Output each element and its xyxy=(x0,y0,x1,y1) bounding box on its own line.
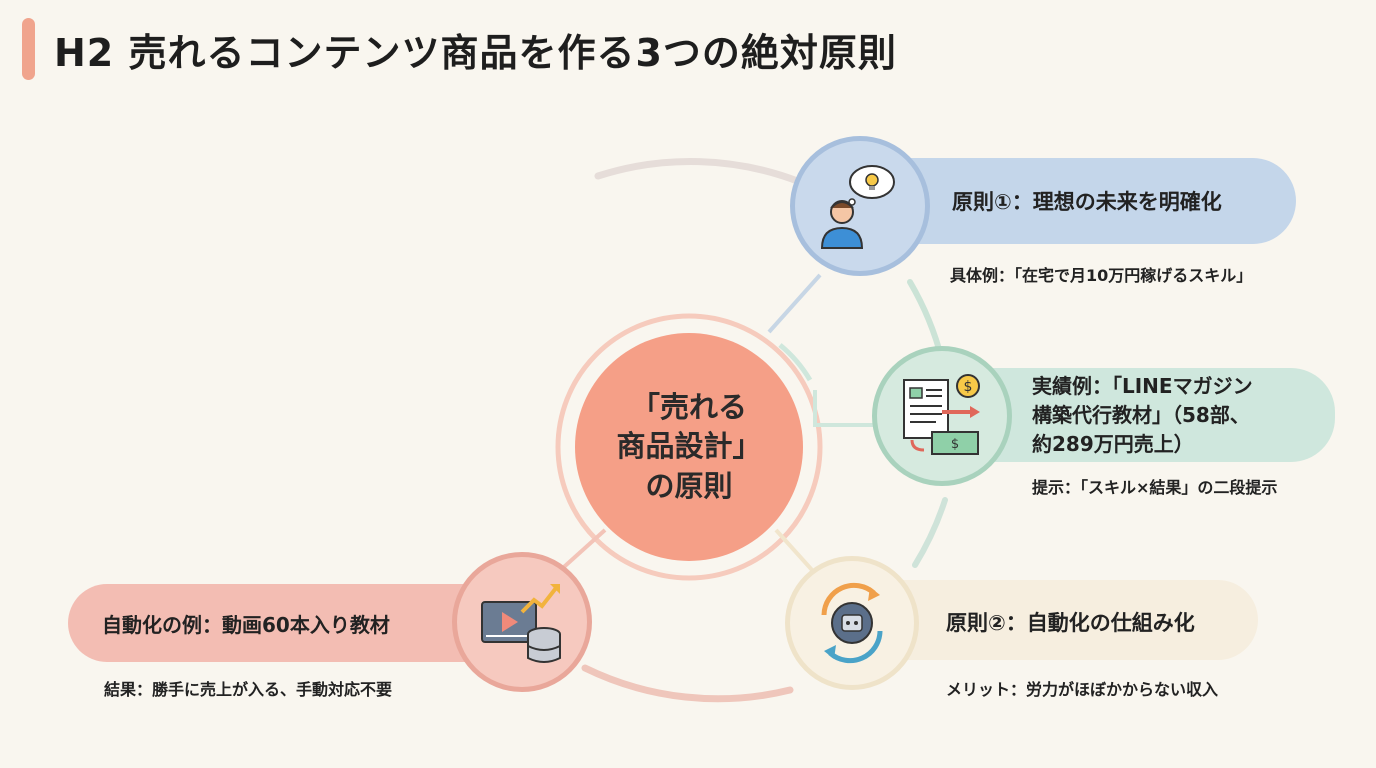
svg-text:$: $ xyxy=(964,379,973,395)
record-heading-line-3: 約289万円売上） xyxy=(1032,432,1194,456)
person-thinking-lightbulb-icon xyxy=(820,165,895,249)
record-detail: 提示：「スキル×結果」の二段提示 xyxy=(1032,478,1278,497)
principle-automation-detail: メリット：労力がほぼかからない収入 xyxy=(946,680,1219,699)
record-heading-line-1: 実績例：「LINEマガジン xyxy=(1032,374,1253,398)
robot-gear-cycle-icon xyxy=(821,582,883,664)
center-hub: 「売れる 商品設計」 の原則 xyxy=(575,333,803,561)
automation-example-detail: 結果：勝手に売上が入る、手動対応不要 xyxy=(104,680,393,699)
principle-future-node xyxy=(790,136,930,276)
principle-automation-heading: 原則②：自動化の仕組み化 xyxy=(946,611,1195,635)
document-money-exchange-icon: $ $ xyxy=(903,374,980,455)
video-database-growth-icon xyxy=(481,584,561,663)
svg-text:$: $ xyxy=(951,437,959,452)
record-heading-line-2: 構築代行教材」（58部、 xyxy=(1032,403,1250,427)
record-node: $ $ xyxy=(872,346,1012,486)
record-heading: 実績例：「LINEマガジン 構築代行教材」（58部、 約289万円売上） xyxy=(1032,372,1253,459)
page-title: H2 売れるコンテンツ商品を作る3つの絶対原則 xyxy=(54,31,897,75)
principle-future-detail: 具体例：「在宅で月10万円稼げるスキル」 xyxy=(950,266,1253,285)
principle-automation-node xyxy=(785,556,919,690)
automation-example-node xyxy=(452,552,592,692)
title-accent-bar xyxy=(22,18,35,80)
principle-future-heading: 原則①：理想の未来を明確化 xyxy=(952,190,1222,214)
automation-example-heading: 自動化の例：動画60本入り教材 xyxy=(102,613,390,637)
